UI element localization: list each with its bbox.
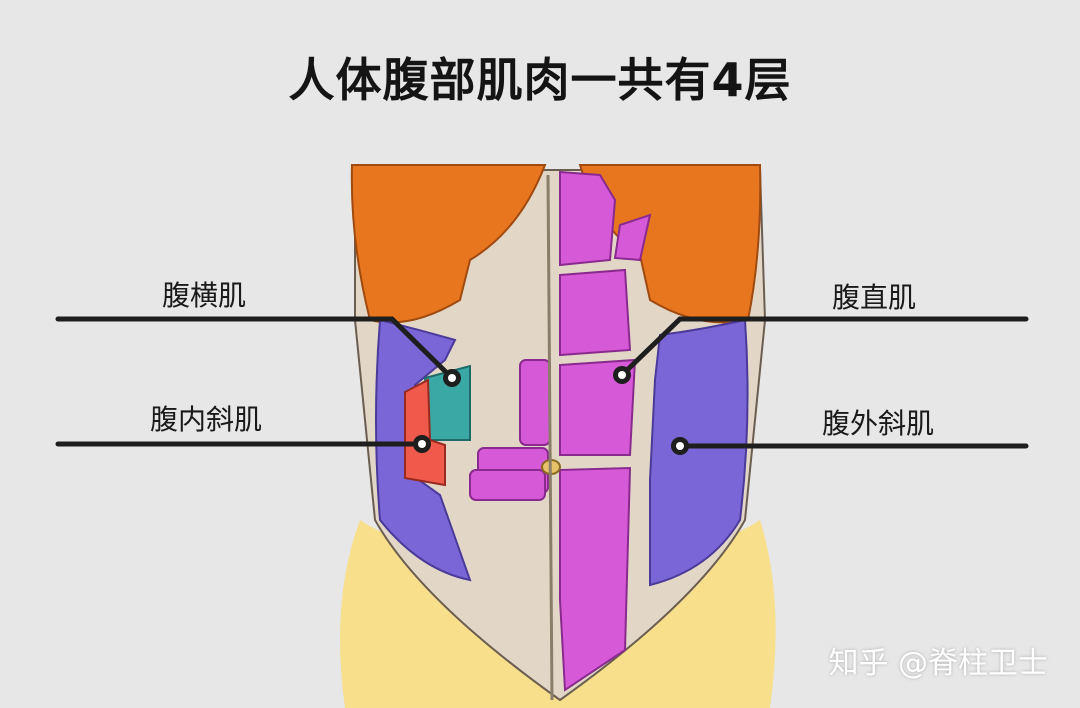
rectus-left bbox=[469, 359, 551, 501]
internal-oblique bbox=[404, 378, 446, 487]
chest-muscle-left bbox=[350, 164, 547, 324]
external-oblique-left bbox=[375, 318, 472, 582]
label-internal-oblique: 腹内斜肌 bbox=[150, 403, 263, 436]
leader-line-rectus bbox=[619, 316, 1029, 378]
linea-alba bbox=[546, 174, 554, 701]
label-external-oblique: 腹外斜肌 bbox=[822, 407, 935, 440]
rectus-right bbox=[559, 170, 652, 692]
external-oblique-right bbox=[649, 318, 749, 587]
label-rectus: 腹直肌 bbox=[832, 281, 917, 314]
label-transversus: 腹横肌 bbox=[162, 279, 247, 312]
leader-line-transversus bbox=[55, 316, 455, 381]
watermark: 知乎 @脊柱卫士 bbox=[828, 646, 1048, 681]
leader-lines bbox=[55, 316, 1029, 449]
page-title: 人体腹部肌肉一共有4层 bbox=[288, 53, 792, 107]
